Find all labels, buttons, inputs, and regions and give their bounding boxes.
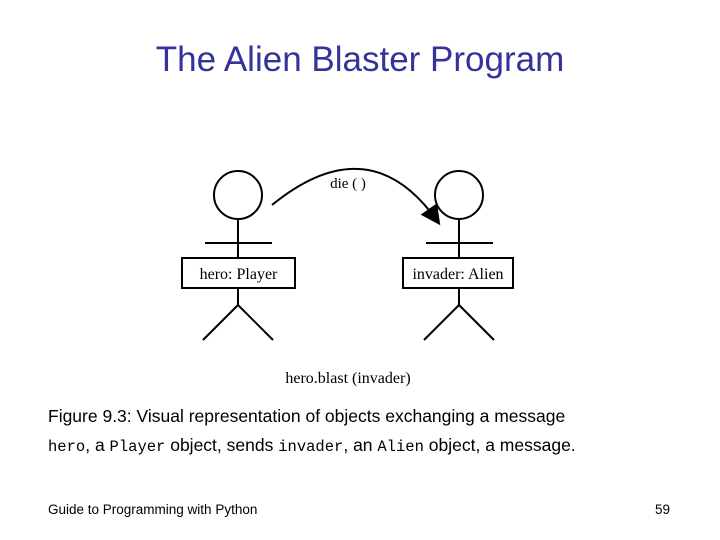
caption-text-8: object, a message.	[423, 435, 576, 455]
slide-title: The Alien Blaster Program	[155, 40, 565, 79]
caption-code-invader: invader	[278, 438, 344, 456]
invader-head	[434, 170, 484, 220]
caption-text-2: , a	[85, 435, 110, 455]
footer-book-title: Guide to Programming with Python	[48, 502, 258, 517]
hero-object-label: hero: Player	[200, 266, 278, 283]
invader-object-box	[402, 257, 514, 289]
invader-object-label: invader: Alien	[412, 266, 503, 283]
call-label: hero.blast (invader)	[285, 370, 410, 387]
caption-code-alien: Alien	[377, 438, 424, 456]
caption-code-player: Player	[109, 438, 166, 456]
figure-caption: Figure 9.3: Visual representation of obj…	[48, 402, 688, 462]
page-number: 59	[654, 502, 670, 517]
caption-code-hero: hero	[48, 438, 86, 456]
caption-text-4: object, sends	[165, 435, 279, 455]
message-arrow	[271, 167, 441, 226]
hero-object-box	[181, 257, 296, 289]
caption-line-2: hero, a Player object, sends invader, an…	[48, 431, 688, 462]
message-label: die ( )	[330, 176, 366, 192]
caption-line-1: Figure 9.3: Visual representation of obj…	[48, 406, 566, 426]
invader-stick-figure	[423, 170, 495, 341]
caption-text-6: , an	[343, 435, 378, 455]
hero-stick-figure	[202, 170, 274, 341]
hero-head	[213, 170, 263, 220]
